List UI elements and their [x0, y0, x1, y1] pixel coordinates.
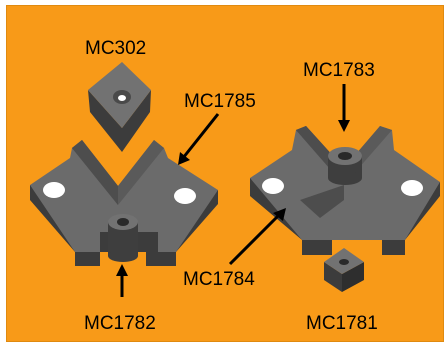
label-mc302: MC302	[85, 38, 147, 59]
label-mc1784: MC1784	[183, 269, 255, 290]
label-mc1783: MC1783	[303, 60, 375, 81]
mc1783-cylinder	[328, 147, 362, 185]
left-plate-hole	[43, 182, 65, 198]
label-mc1781: MC1781	[306, 313, 378, 334]
right-plate-hole	[174, 188, 196, 204]
arrow-mc1783	[338, 84, 350, 132]
arrow-mc1782	[116, 264, 128, 297]
label-mc1785: MC1785	[184, 91, 256, 112]
right-assembly-right-hole	[401, 180, 423, 196]
mc302-block	[88, 62, 151, 152]
arrow-mc1785	[178, 113, 220, 165]
right-assembly-left-hole	[262, 178, 284, 194]
mc1781-cube	[324, 248, 364, 292]
label-mc1782: MC1782	[84, 313, 156, 334]
arrow-mc1784	[228, 208, 286, 266]
right-base-plate	[250, 126, 440, 255]
mc1782-cylinder	[108, 214, 138, 262]
